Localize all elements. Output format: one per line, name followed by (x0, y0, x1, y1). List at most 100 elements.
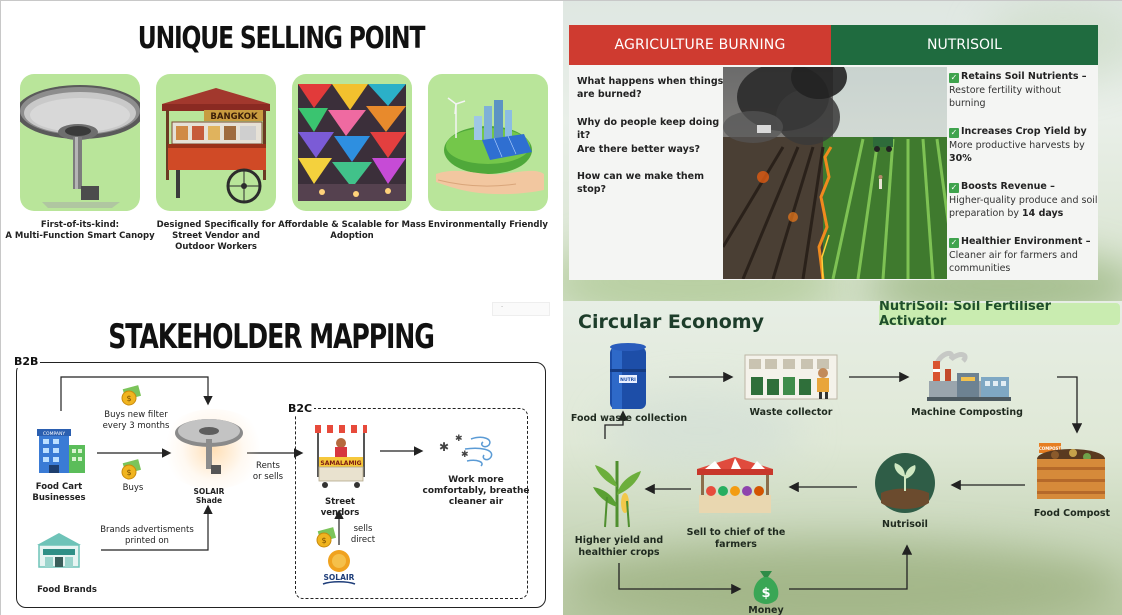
benefit-2: ✓Increases Crop Yield by More productive… (949, 125, 1099, 166)
market-umbrellas-icon (298, 84, 406, 201)
cart-sign: BANGKOK (210, 112, 258, 122)
office-building-icon: COMPANY (37, 429, 85, 473)
nutrisoil-label: Nutrisoil (882, 519, 928, 530)
benefit-3-separator: – (1046, 181, 1055, 192)
sells-line1: sells (353, 524, 373, 534)
rents-or-sells-label: Rents or sells (247, 461, 289, 483)
stakeholder-section: - STAKEHOLDER MAPPING B2B B2C $ Bu (1, 301, 563, 615)
benefit-1: ✓Retains Soil Nutrients – Restore fertil… (949, 70, 1099, 111)
circular-economy-title: Circular Economy (578, 311, 764, 333)
circular-flow-arrows (604, 371, 1083, 595)
usp-caption-2: Designed Specifically for Street Vendor … (141, 220, 291, 253)
money-icon: $ (121, 459, 142, 480)
usp-card-market (292, 74, 412, 211)
burning-vs-green-field-photo (723, 67, 947, 279)
compost-sign: COMPOST (1039, 446, 1062, 451)
check-icon: ✓ (949, 238, 959, 248)
benefit-3-bold: 14 days (1022, 208, 1064, 219)
sell-line1: Sell to chief of the (686, 527, 786, 538)
benefit-2-body: More productive harvests by (949, 139, 1085, 151)
question-1: What happens when things are burned? (577, 76, 724, 100)
benefit-3-title: Boosts Revenue (961, 181, 1047, 192)
benefit-4: ✓Healthier Environment – Cleaner air for… (949, 235, 1099, 276)
waste-collector-label: Waste collector (749, 407, 833, 418)
money-icon: $ (316, 527, 337, 548)
stakeholder-title: STAKEHOLDER MAPPING (108, 317, 435, 357)
work-line2: comfortably, breathe (422, 486, 530, 496)
food-brands-label: Food Brands (37, 585, 97, 595)
b2b-boundary (16, 362, 546, 608)
question-4: How can we make them stop? (577, 171, 704, 195)
circular-economy-section: Circular Economy NutriSoil: Soil Fertili… (563, 301, 1122, 615)
yield-line2: healthier crops (578, 547, 660, 558)
barrel-label: NUTRI (620, 377, 636, 383)
food-compost-crate-icon: COMPOST (1037, 443, 1105, 499)
buys-label: Buys (122, 483, 144, 493)
work-line3: cleaner air (448, 497, 504, 507)
work-comfortably-label: Work more comfortably, breathe cleaner a… (421, 475, 531, 508)
brands-ad-line1: Brands advertisments (100, 525, 194, 535)
agri-section: AGRICULTURE BURNING NUTRISOIL What happe… (563, 1, 1122, 301)
nutrisoil-sprout-icon (875, 453, 935, 513)
sells-line2: direct (350, 535, 376, 545)
brands-advertisement-label: Brands advertisments printed on (97, 525, 197, 547)
agriculture-burning-header: AGRICULTURE BURNING (569, 25, 831, 65)
buys-filter-label: Buys new filter every 3 months (101, 410, 171, 432)
money-icon: $ (121, 385, 142, 406)
usp-caption-4-line1: Environmentally Friendly (428, 220, 548, 230)
food-waste-barrel-icon: NUTRI (610, 343, 646, 409)
solair-shade-icon (175, 419, 243, 474)
rents-line1: Rents (256, 461, 280, 471)
fresh-air-icon: ✱ ✱ ✱ (439, 434, 493, 467)
company-sign: COMPANY (43, 431, 65, 437)
eco-globe-hand-icon (436, 97, 544, 195)
work-line1: Work more (448, 475, 504, 485)
usp-caption-3: Affordable & Scalable for Mass Adoption (277, 220, 427, 242)
street-cart-icon: BANGKOK (162, 88, 270, 204)
sells-direct-label: sells direct (343, 524, 383, 546)
benefit-4-title: Healthier Environment (961, 236, 1083, 247)
faint-placeholder-box: - (492, 302, 550, 316)
corn-crop-icon (593, 461, 641, 528)
nutrisoil-header: NUTRISOIL (831, 25, 1098, 65)
svg-text:$: $ (761, 586, 770, 601)
usp-caption-2-line2: Outdoor Workers (175, 242, 257, 252)
waste-collector-icon (744, 354, 838, 400)
check-icon: ✓ (949, 128, 959, 138)
logo-text: SOLAIR (324, 573, 355, 582)
brands-ad-line2: printed on (125, 536, 169, 546)
sell-to-chief-label: Sell to chief of the farmers (681, 527, 791, 551)
bg-soil (563, 541, 1122, 615)
stall-sign: SAMALAMIG (320, 460, 361, 467)
usp-card-smart-canopy (20, 74, 140, 211)
buys-filter-line2: every 3 months (102, 421, 170, 431)
check-icon: ✓ (949, 73, 959, 83)
food-compost-label: Food Compost (1033, 508, 1111, 519)
usp-card-eco (428, 74, 548, 211)
food-cart-line2: Businesses (32, 493, 86, 503)
usp-caption-4: Environmentally Friendly (413, 220, 563, 231)
benefit-2-title: Increases Crop Yield by (961, 126, 1087, 137)
usp-title: UNIQUE SELLING POINT (137, 21, 426, 56)
composting-factory-icon (927, 351, 1011, 401)
benefit-2-bold: 30% (949, 153, 972, 164)
usp-caption-1-line2: A Multi-Function Smart Canopy (5, 231, 155, 241)
usp-card-street-cart: BANGKOK (156, 74, 276, 211)
shade-line1: SOLAIR (193, 487, 225, 496)
b2b-label: B2B (12, 355, 41, 368)
food-brand-building-icon (37, 533, 81, 568)
svg-text:$: $ (126, 468, 131, 477)
svg-text:✱: ✱ (461, 450, 469, 460)
money-label: Money (748, 605, 784, 615)
usp-section: UNIQUE SELLING POINT First-of-its-kind: … (1, 1, 563, 301)
smart-canopy-icon (20, 85, 140, 208)
usp-caption-1-line1: First-of-its-kind: (40, 220, 120, 230)
stakeholder-arrows (60, 376, 424, 551)
b2c-boundary (295, 408, 528, 599)
shade-line2: Shade (195, 496, 223, 505)
machine-composting-label: Machine Composting (911, 407, 1023, 418)
benefit-4-separator: – (1082, 236, 1091, 247)
benefit-1-body: Restore fertility without burning (949, 84, 1061, 110)
benefit-1-separator: – (1078, 71, 1087, 82)
